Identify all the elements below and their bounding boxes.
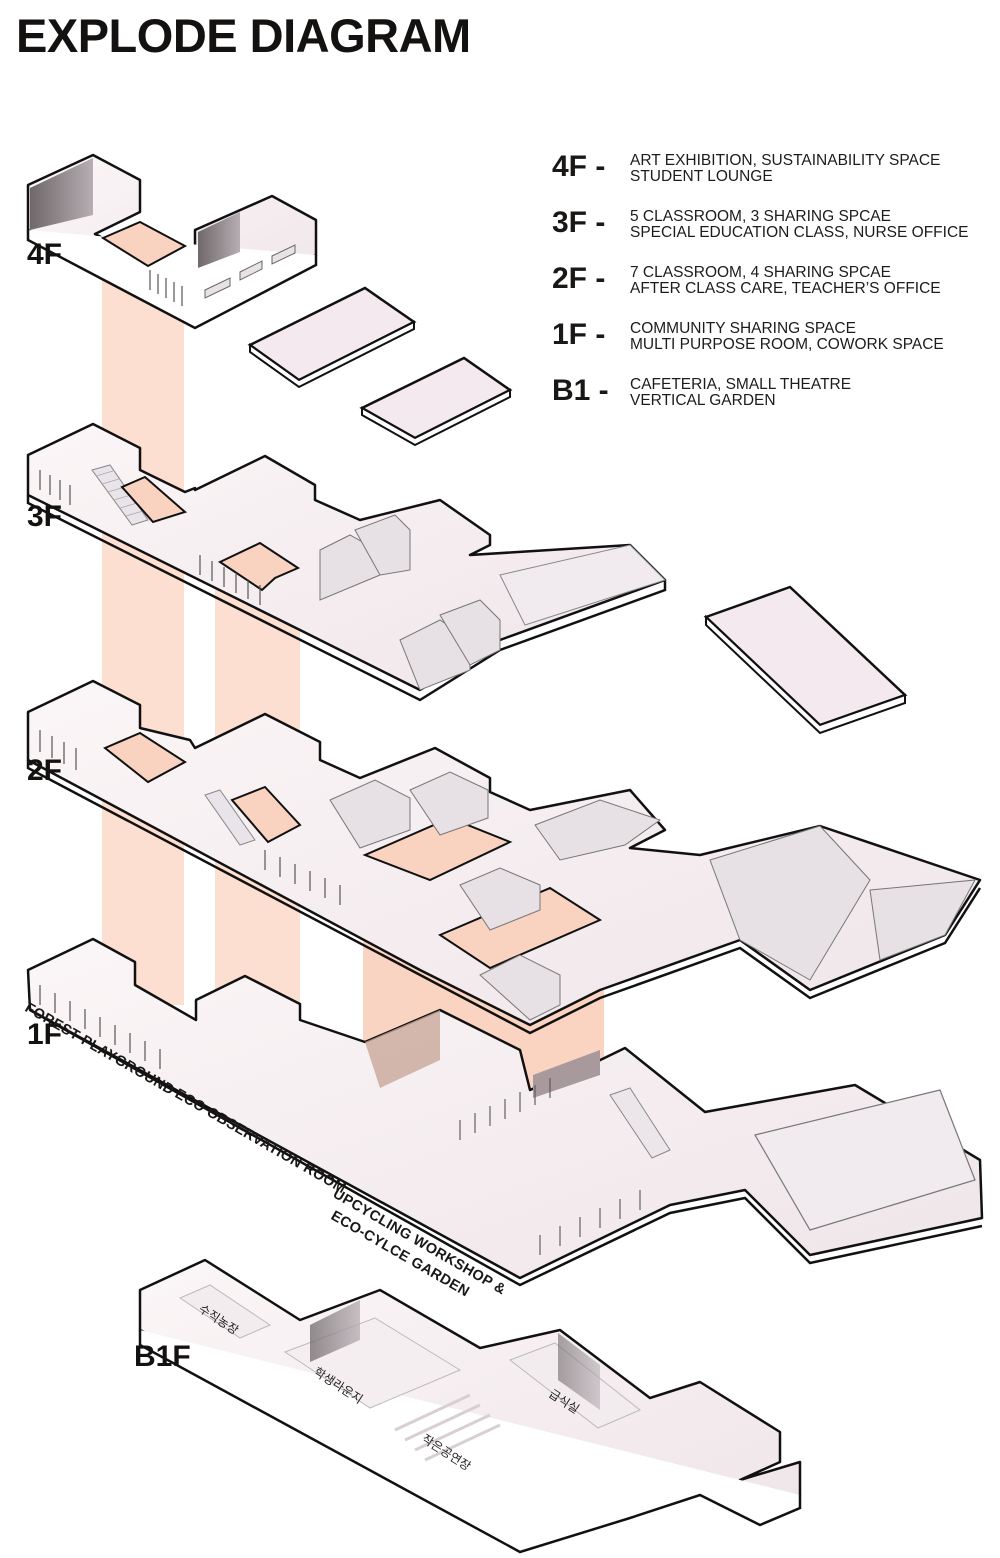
- void-shaft-1: [102, 245, 184, 1005]
- floor-3f-rooms: [319, 514, 501, 691]
- floor-b1f-edge: [138, 1330, 802, 1554]
- legend-line: COMMUNITY SHARING SPACE: [630, 320, 856, 337]
- legend-row-3f: 3F - 5 CLASSROOM, 3 SHARING SPCAE SPECIA…: [552, 206, 992, 262]
- floor-4f: [26, 153, 318, 330]
- legend-description: COMMUNITY SHARING SPACE MULTI PURPOSE RO…: [630, 318, 944, 353]
- legend-description: CAFETERIA, SMALL THEATRE VERTICAL GARDEN: [630, 374, 851, 409]
- floor-2f-stair: [204, 789, 256, 846]
- floor-2f-fins: [39, 730, 341, 905]
- legend-line: STUDENT LOUNGE: [630, 168, 773, 185]
- floor-3f-edge: [26, 495, 667, 702]
- floor-3f-terrace: [499, 544, 666, 626]
- legend-line: VERTICAL GARDEN: [630, 392, 776, 409]
- floor-3f-fins: [39, 470, 261, 605]
- floor-b1f: [138, 1258, 802, 1554]
- floor-2f-edge: [26, 760, 982, 1035]
- legend-row-2f: 2F - 7 CLASSROOM, 4 SHARING SPCAE AFTER …: [552, 262, 992, 318]
- floor-label-4f: 4F: [27, 238, 63, 271]
- floor-3f-stair: [91, 464, 149, 526]
- floor-4f-fins: [149, 270, 183, 306]
- floor-2f-void-2: [230, 785, 302, 844]
- floor-1f-multi-purpose: [754, 1089, 976, 1231]
- legend-row-4f: 4F - ART EXHIBITION, SUSTAINABILITY SPAC…: [552, 150, 992, 206]
- floor-legend: 4F - ART EXHIBITION, SUSTAINABILITY SPAC…: [552, 150, 992, 430]
- roof-slab-3-edge: [705, 614, 906, 735]
- legend-line: AFTER CLASS CARE, TEACHER’S OFFICE: [630, 280, 941, 297]
- roof-slab-3: [703, 585, 908, 727]
- floor-1f-glazing: [459, 1078, 641, 1255]
- floor-1f-edge: [29, 1008, 983, 1287]
- legend-line: CAFETERIA, SMALL THEATRE: [630, 376, 852, 393]
- b1f-dark-wall-1: [310, 1300, 360, 1362]
- floor-2f-rooms: [329, 771, 976, 1021]
- floor-4f-dark-wall: [30, 158, 93, 230]
- legend-floor-key: 3F -: [552, 206, 606, 239]
- floor-3f-void-1: [120, 475, 188, 524]
- b1f-theatre-steps: [394, 1393, 501, 1462]
- floor-2f: [26, 679, 982, 1035]
- floor-1f-fins: [39, 985, 161, 1069]
- legend-description: 7 CLASSROOM, 4 SHARING SPCAE AFTER CLASS…: [630, 262, 941, 297]
- floor-4f-dark-wall-2: [198, 212, 240, 268]
- floor-3f-void-2: [217, 541, 301, 592]
- floor-1f-stair: [609, 1087, 671, 1159]
- legend-floor-key: 2F -: [552, 262, 606, 295]
- legend-row-1f: 1F - COMMUNITY SHARING SPACE MULTI PURPO…: [552, 318, 992, 374]
- legend-line: 7 CLASSROOM, 4 SHARING SPCAE: [630, 264, 891, 281]
- legend-floor-key: 1F -: [552, 318, 606, 351]
- floor-2f-void-3: [362, 816, 513, 882]
- floor-label-2f: 2F: [27, 754, 63, 787]
- legend-floor-key: 4F -: [552, 150, 606, 183]
- b1f-dark-wall-2: [558, 1333, 600, 1410]
- floor-3f: [26, 422, 667, 702]
- legend-line: SPECIAL EDUCATION CLASS, NURSE OFFICE: [630, 224, 969, 241]
- diagram-title: EXPLODE DIAGRAM: [16, 9, 471, 62]
- legend-line: MULTI PURPOSE ROOM, COWORK SPACE: [630, 336, 944, 353]
- roof-slab-1-edge: [249, 320, 415, 389]
- floor-label-3f: 3F: [27, 500, 63, 533]
- roof-slabs: [247, 286, 908, 735]
- floor-4f-edge: [26, 230, 318, 330]
- legend-floor-key: B1 -: [552, 374, 609, 407]
- floor-label-b1f: B1F: [134, 1340, 191, 1373]
- floor-4f-windows: [204, 244, 296, 299]
- roof-slab-2-edge: [361, 388, 511, 447]
- legend-line: ART EXHIBITION, SUSTAINABILITY SPACE: [630, 152, 941, 169]
- b1f-vertical-farm-floor: [178, 1284, 272, 1339]
- legend-line: 5 CLASSROOM, 3 SHARING SPCAE: [630, 208, 891, 225]
- floor-2f-void-1: [103, 731, 187, 784]
- floor-4f-void: [100, 220, 188, 268]
- floor-1f-wall-1: [365, 1010, 440, 1088]
- legend-description: ART EXHIBITION, SUSTAINABILITY SPACE STU…: [630, 150, 940, 185]
- floor-3f-stair-steps: [95, 470, 144, 517]
- legend-row-b1: B1 - CAFETERIA, SMALL THEATRE VERTICAL G…: [552, 374, 992, 430]
- floor-1f: [26, 937, 984, 1287]
- legend-description: 5 CLASSROOM, 3 SHARING SPCAE SPECIAL EDU…: [630, 206, 968, 241]
- floor-label-1f: 1F: [27, 1018, 63, 1051]
